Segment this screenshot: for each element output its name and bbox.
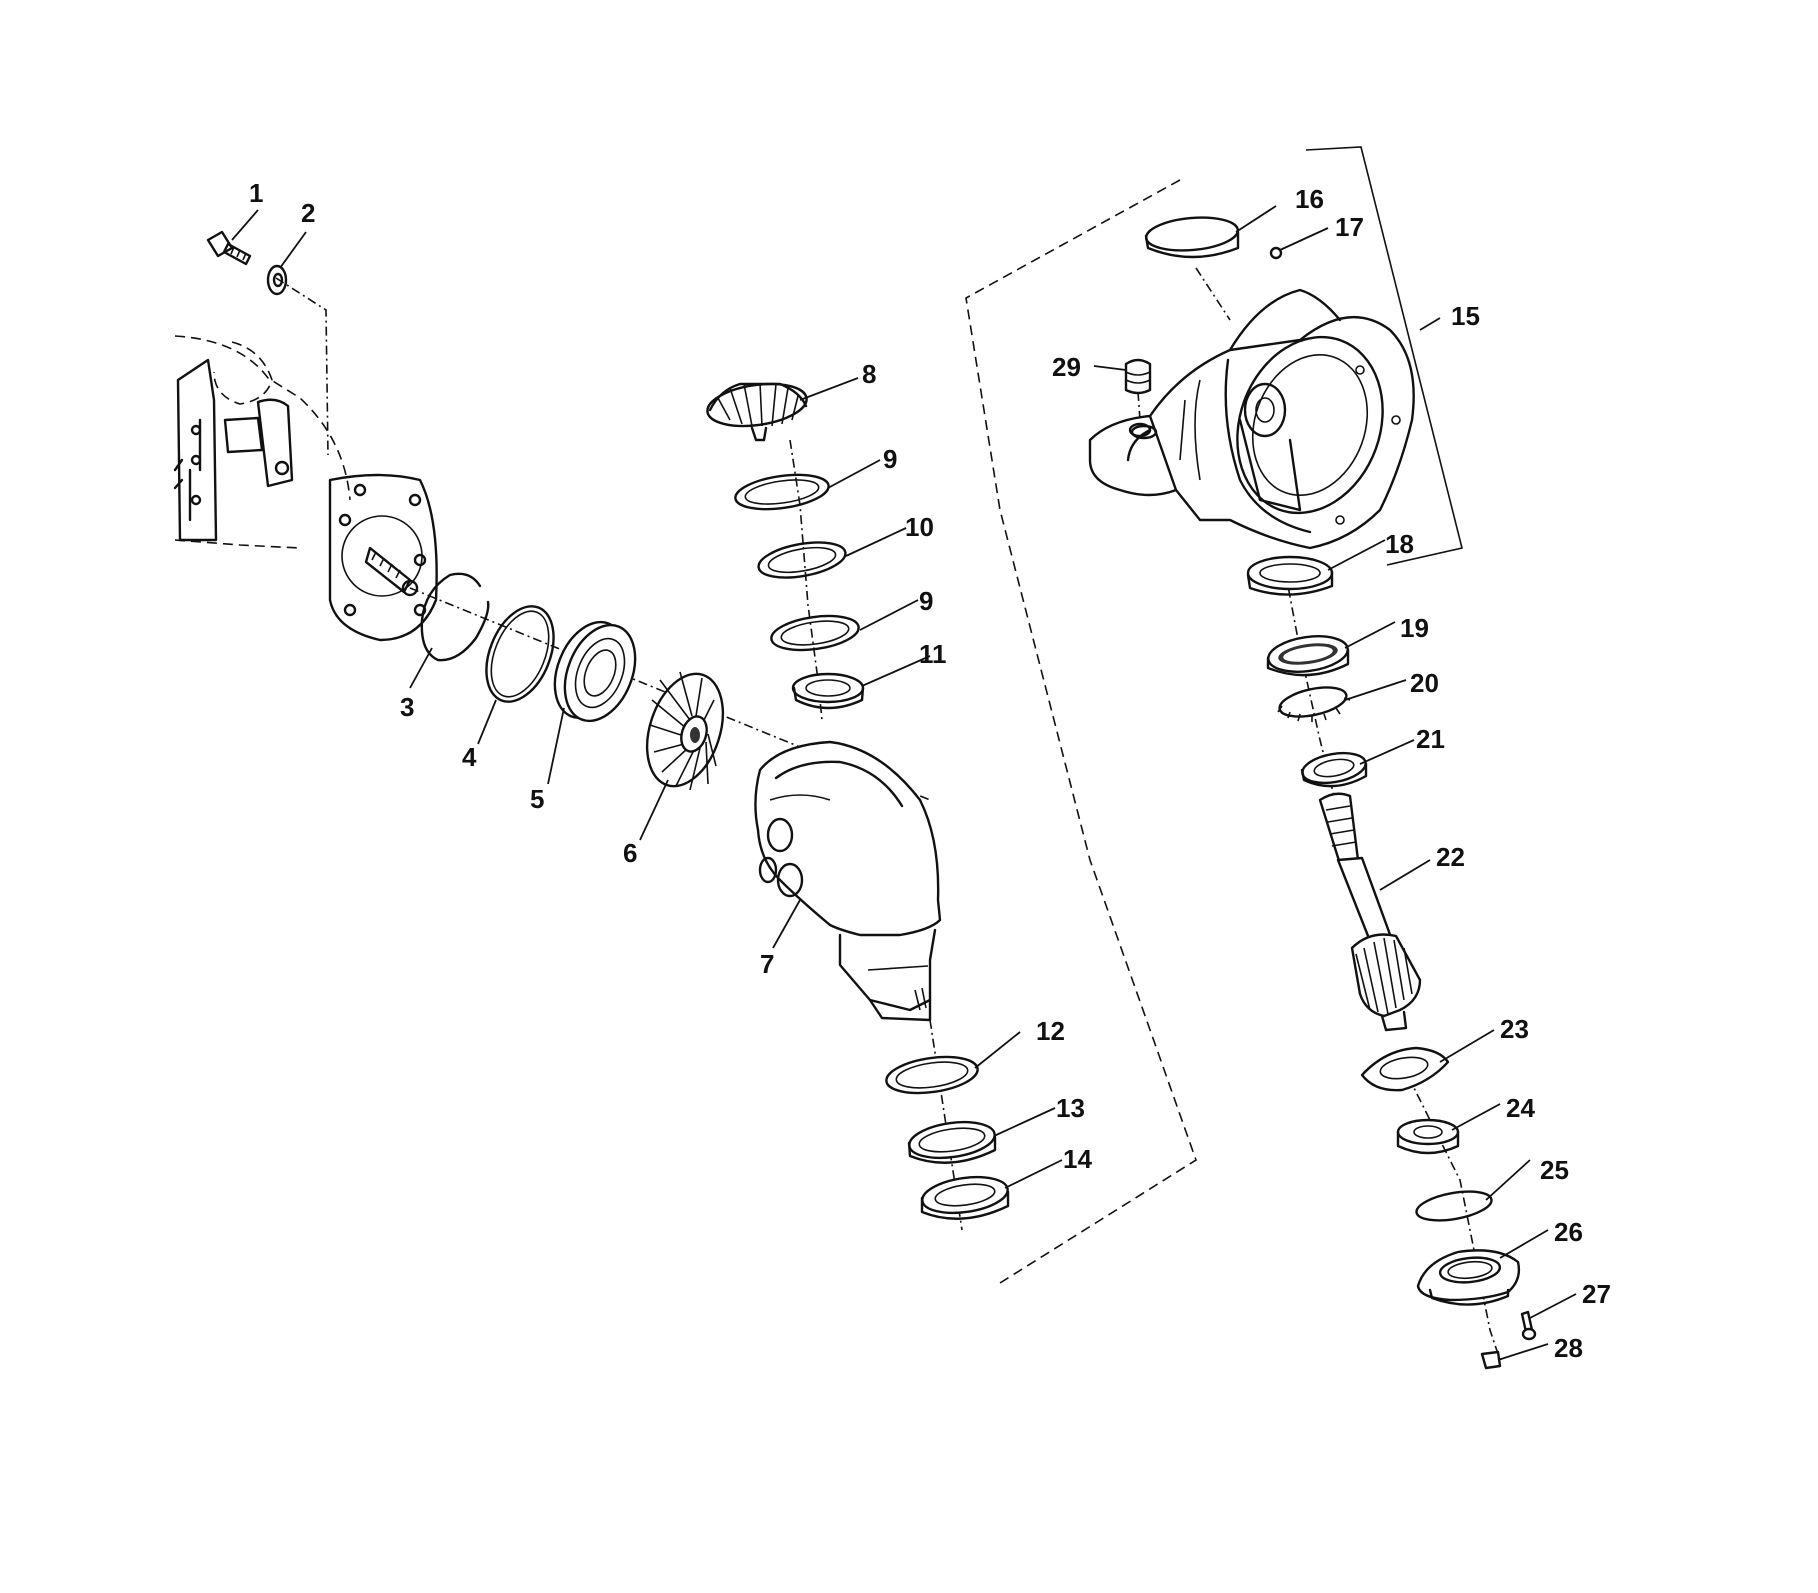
- bracket-15: [1305, 146, 1463, 566]
- housing-15: [1088, 288, 1415, 550]
- gasket-23: [1360, 1046, 1450, 1092]
- callout-22: 22: [1436, 842, 1465, 872]
- ring-4: [485, 605, 555, 703]
- callout-25: 25: [1540, 1155, 1569, 1185]
- snap-ring-3: [420, 572, 490, 662]
- shim-9-upper: [734, 473, 830, 511]
- bearing-14: [920, 1175, 1010, 1220]
- nut-21: [1300, 751, 1368, 788]
- callout-2: 2: [301, 198, 315, 228]
- callout-1: 1: [249, 178, 263, 208]
- plug-17: [1269, 246, 1283, 260]
- lock-washer-20: [1277, 686, 1351, 722]
- callout-16: 16: [1295, 184, 1324, 214]
- callout-26: 26: [1554, 1217, 1583, 1247]
- seal-16: [1144, 216, 1240, 259]
- bearing-11: [791, 672, 865, 710]
- callout-12: 12: [1036, 1016, 1065, 1046]
- callout-10: 10: [905, 512, 934, 542]
- bolt-27: [1520, 1310, 1537, 1341]
- washer-10: [757, 541, 847, 579]
- vertical-axis-pinion-lower: [1399, 1059, 1501, 1361]
- callout-9a: 9: [883, 444, 897, 474]
- leader-axis-2: [275, 277, 329, 456]
- o-ring-25: [1415, 1190, 1493, 1222]
- callout-17: 17: [1335, 212, 1364, 242]
- callout-13: 13: [1056, 1093, 1085, 1123]
- pinion-shaft-22: [1318, 792, 1422, 1032]
- leader-axis-29: [1137, 391, 1141, 421]
- callout-28: 28: [1554, 1333, 1583, 1363]
- assembly-outline: [965, 179, 1197, 1284]
- callout-18: 18: [1385, 529, 1414, 559]
- cover-26: [1416, 1249, 1521, 1306]
- shim-9-lower: [770, 614, 860, 652]
- callout-14: 14: [1063, 1144, 1092, 1174]
- callout-24: 24: [1506, 1093, 1535, 1123]
- callout-6: 6: [623, 838, 637, 868]
- washer-2: [266, 264, 288, 296]
- callout-23: 23: [1500, 1014, 1529, 1044]
- callout-20: 20: [1410, 668, 1439, 698]
- race-13: [907, 1120, 997, 1164]
- seal-12: [885, 1055, 979, 1095]
- callout-labels: 1 2 3 4 5 6 7 8 9 10 9 11 12 13 14 15 16…: [249, 178, 1611, 1363]
- callout-27: 27: [1582, 1279, 1611, 1309]
- callout-9b: 9: [919, 586, 933, 616]
- callout-19: 19: [1400, 613, 1429, 643]
- callout-7: 7: [760, 949, 774, 979]
- callout-5: 5: [530, 784, 544, 814]
- bushing-24: [1396, 1118, 1460, 1155]
- callout-3: 3: [400, 692, 414, 722]
- vertical-axis-right: [1195, 267, 1231, 321]
- breather-29: [1124, 358, 1152, 438]
- bolt-1: [206, 230, 252, 266]
- axle-housing: [173, 335, 438, 642]
- housing-7: [754, 740, 942, 1022]
- callout-8: 8: [862, 359, 876, 389]
- plug-28: [1480, 1350, 1502, 1370]
- callout-15: 15: [1451, 301, 1480, 331]
- callout-21: 21: [1416, 724, 1445, 754]
- seal-18: [1246, 555, 1334, 596]
- leader-lines: [231, 205, 1577, 1361]
- bearing-5: [553, 620, 637, 723]
- bevel-gear-6: [645, 671, 725, 791]
- bearing-19: [1266, 635, 1350, 677]
- bevel-gear-8: [706, 382, 808, 442]
- callout-11: 11: [919, 639, 947, 669]
- callout-4: 4: [462, 742, 477, 772]
- callout-29: 29: [1052, 352, 1081, 382]
